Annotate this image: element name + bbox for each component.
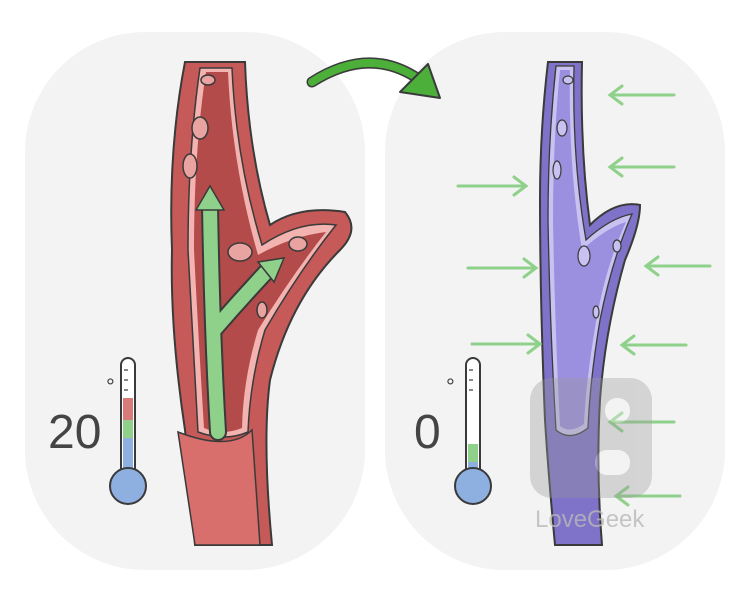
arrow-right-icon bbox=[456, 175, 529, 197]
arrow-right-icon bbox=[466, 257, 539, 279]
thermometer-cold-icon bbox=[454, 357, 492, 505]
arrow-left-icon bbox=[607, 156, 676, 178]
arrow-left-icon bbox=[607, 411, 676, 433]
constricted-blood-vessel bbox=[538, 61, 642, 546]
arrow-left-icon bbox=[619, 334, 688, 356]
cold-pressure-arrows bbox=[456, 84, 712, 507]
arrow-left-icon bbox=[607, 84, 676, 106]
transition-arrow-icon bbox=[306, 57, 441, 99]
arrow-left-icon bbox=[643, 255, 712, 277]
thermometer-warm-icon bbox=[109, 357, 147, 505]
blood-flow-arrow-icon bbox=[194, 184, 286, 441]
watermark-logo bbox=[530, 378, 652, 498]
watermark-text: LoveGeek bbox=[535, 506, 645, 533]
degree-symbol: ° bbox=[446, 374, 455, 399]
arrow-left-icon bbox=[613, 485, 682, 507]
degree-symbol: ° bbox=[106, 374, 115, 399]
temperature-cold: 0 bbox=[414, 406, 441, 459]
arrow-right-icon bbox=[470, 333, 543, 355]
temperature-warm: 20 bbox=[48, 406, 101, 459]
